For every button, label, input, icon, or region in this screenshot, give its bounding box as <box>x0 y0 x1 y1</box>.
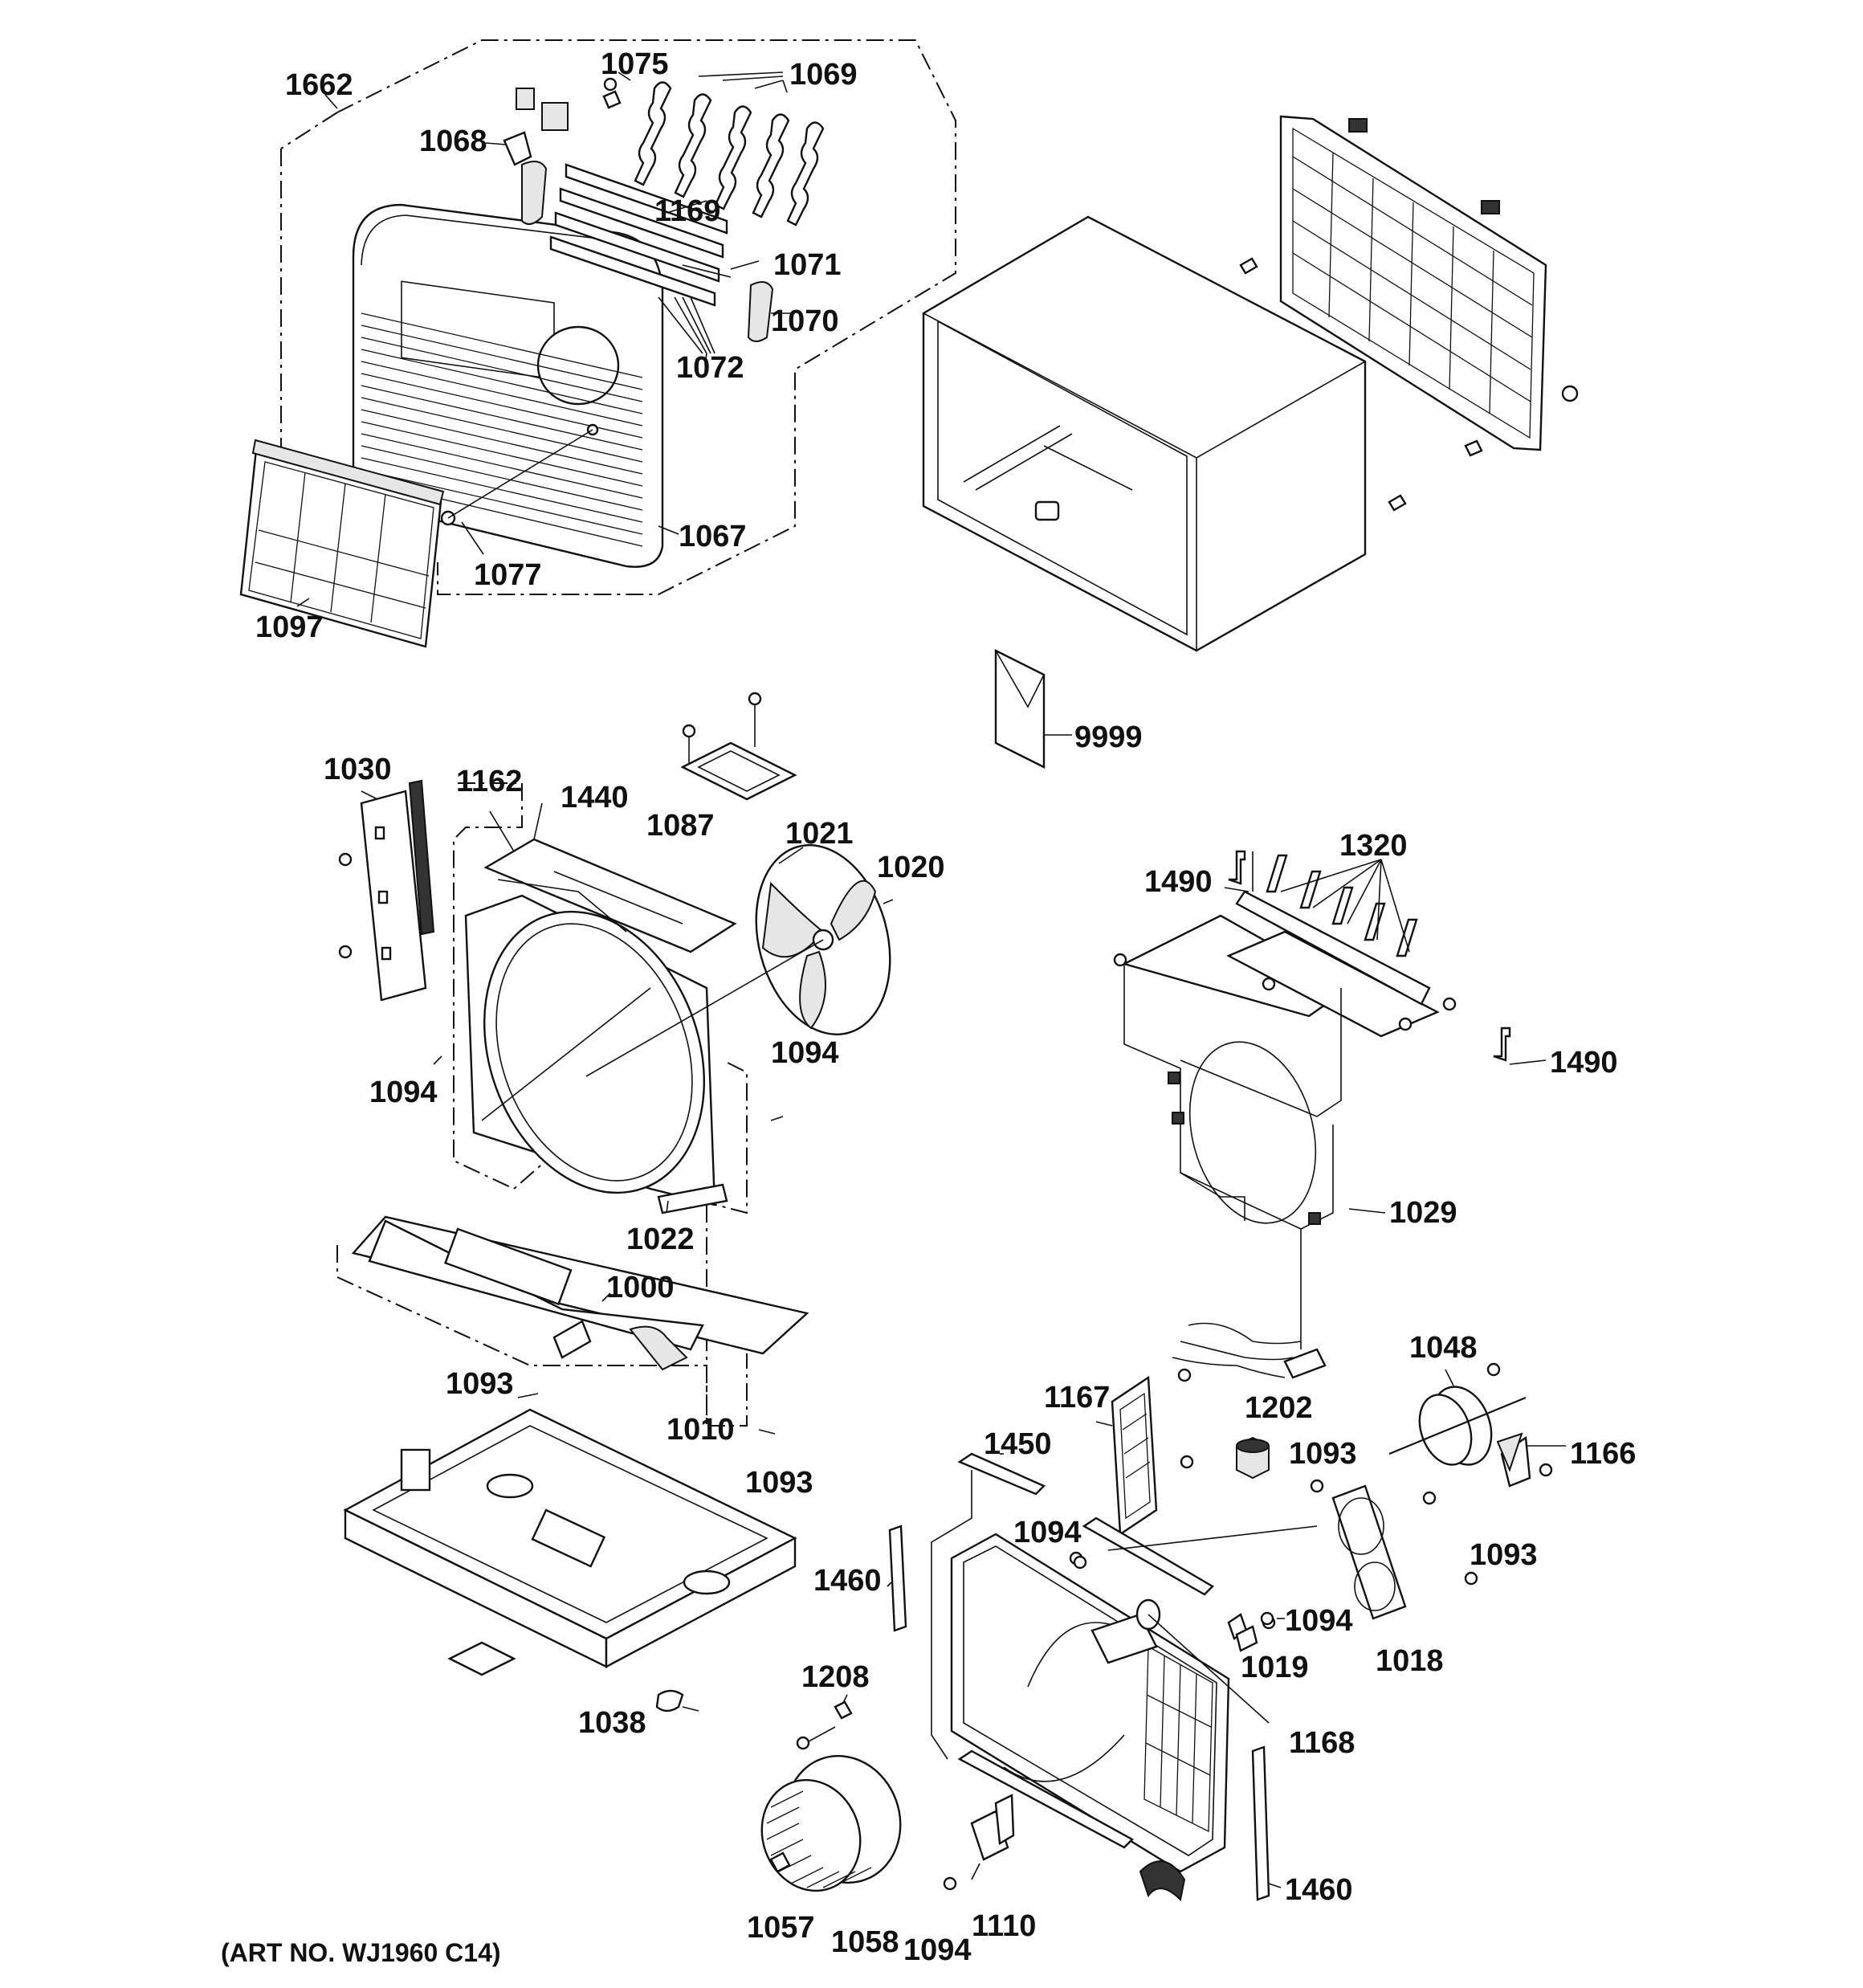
label-1460-a: 1460 <box>813 1564 882 1598</box>
label-1030: 1030 <box>324 753 392 786</box>
label-1010: 1010 <box>667 1413 735 1447</box>
label-1071: 1071 <box>773 248 842 282</box>
side-bracket-1030 <box>338 779 435 1002</box>
label-1662: 1662 <box>285 68 353 102</box>
label-1038: 1038 <box>578 1706 646 1740</box>
label-1167: 1167 <box>1044 1381 1110 1414</box>
label-1168: 1168 <box>1289 1726 1355 1760</box>
motor-mount-1018 <box>1310 1479 1478 1620</box>
label-1048: 1048 <box>1409 1331 1478 1365</box>
part-labels: 1662 1075 1069 1068 1169 1071 1070 1072 … <box>221 47 1636 1967</box>
label-1072: 1072 <box>676 351 744 385</box>
label-1020: 1020 <box>877 851 945 884</box>
wire-harness <box>1172 1322 1327 1379</box>
instruction-envelope <box>994 649 1072 769</box>
label-1093-b: 1093 <box>745 1466 813 1500</box>
thermostat-1110 <box>943 1794 1015 1891</box>
drain-pan-cover <box>680 692 797 801</box>
label-1070: 1070 <box>771 304 839 338</box>
label-1094-c: 1094 <box>1013 1516 1082 1549</box>
label-1021: 1021 <box>785 817 854 851</box>
rear-grille <box>1279 115 1579 457</box>
label-1094-d: 1094 <box>1285 1604 1353 1638</box>
shroud-top-cover <box>483 838 737 953</box>
label-1093-d: 1093 <box>1470 1538 1538 1572</box>
label-1093-c: 1093 <box>1289 1437 1357 1471</box>
label-9999: 9999 <box>1074 720 1143 754</box>
label-1094-a: 1094 <box>771 1036 839 1070</box>
label-1068: 1068 <box>419 125 487 158</box>
label-1057: 1057 <box>747 1911 815 1945</box>
label-1490-a: 1490 <box>1144 865 1213 899</box>
label-1097: 1097 <box>255 610 324 644</box>
label-1440: 1440 <box>561 781 629 814</box>
blower-motor-1048 <box>1388 1362 1553 1488</box>
label-1058: 1058 <box>831 1925 899 1959</box>
louver-set <box>521 161 774 354</box>
base-pan-assembly <box>336 1205 809 1430</box>
label-1450: 1450 <box>984 1427 1052 1461</box>
label-1208: 1208 <box>801 1660 870 1694</box>
label-1110: 1110 <box>972 1909 1036 1943</box>
label-1166: 1166 <box>1570 1437 1636 1471</box>
label-1490-b: 1490 <box>1550 1046 1618 1080</box>
vent-door-assembly <box>1113 850 1511 1062</box>
label-1087: 1087 <box>646 809 715 843</box>
label-1460-b: 1460 <box>1285 1873 1353 1907</box>
label-1075: 1075 <box>601 47 669 81</box>
label-1069: 1069 <box>789 58 858 92</box>
label-1320: 1320 <box>1339 829 1408 863</box>
base-chassis <box>343 1408 797 1712</box>
condenser-fan <box>585 844 891 1077</box>
label-1093-a: 1093 <box>446 1367 514 1401</box>
label-1067: 1067 <box>679 520 747 553</box>
label-1029: 1029 <box>1389 1196 1457 1230</box>
art-number: (ART NO. WJ1960 C14) <box>221 1938 501 1967</box>
label-1077: 1077 <box>474 558 542 592</box>
small-parts <box>796 1432 1523 1902</box>
front-grille-group <box>280 39 956 595</box>
label-1022: 1022 <box>626 1223 695 1256</box>
evaporator-mount-frame <box>1121 914 1440 1349</box>
blower-wheel-1058 <box>760 1754 902 1892</box>
label-1169: 1169 <box>654 194 720 228</box>
evaporator-coil-assembly <box>931 1452 1318 1873</box>
control-panel-1167 <box>1111 1368 1194 1537</box>
louver-links <box>503 71 825 227</box>
cabinet-case <box>922 215 1407 652</box>
front-grille-panel <box>352 203 664 568</box>
capacitor-1202 <box>1236 1436 1270 1480</box>
foam-strips-1460 <box>888 1525 1270 1901</box>
label-1162: 1162 <box>456 765 522 798</box>
label-1094-e: 1094 <box>903 1933 972 1967</box>
label-1018: 1018 <box>1376 1644 1444 1678</box>
label-1019: 1019 <box>1241 1651 1309 1684</box>
leader-lines <box>296 71 1566 1888</box>
label-1094-b: 1094 <box>369 1076 438 1109</box>
front-air-filter <box>239 439 445 648</box>
label-1202: 1202 <box>1245 1391 1313 1425</box>
condenser-shroud <box>453 782 748 1214</box>
label-1000: 1000 <box>606 1271 675 1304</box>
